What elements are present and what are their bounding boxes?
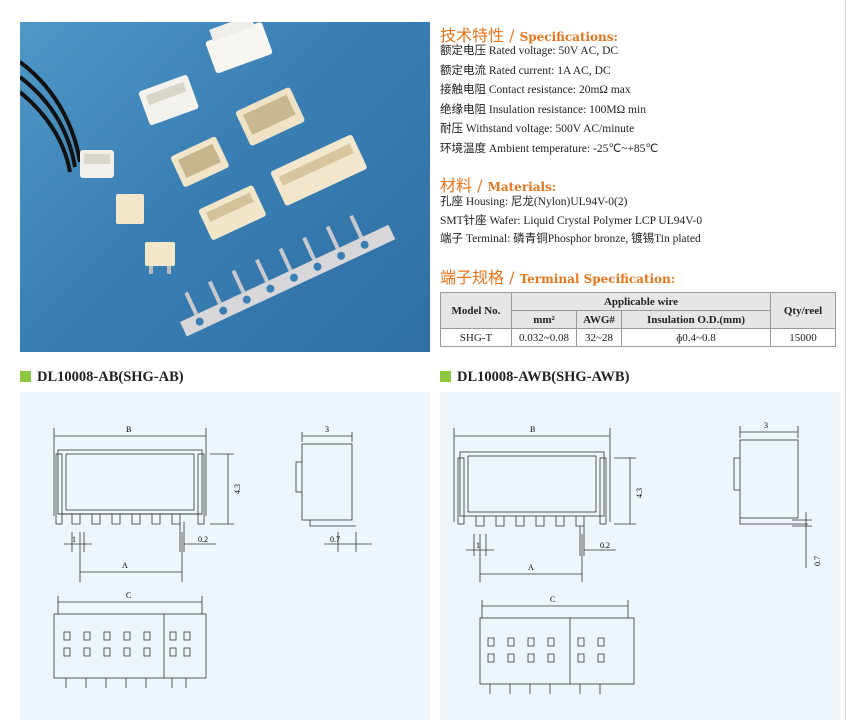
green-square-icon — [20, 371, 31, 382]
spec-label-en: Insulation resistance: — [488, 103, 587, 116]
dim-depth-label: 3 — [325, 425, 329, 434]
green-square-icon — [440, 371, 451, 382]
spec-label-en: Withstand voltage: — [465, 123, 553, 135]
dim-depth-label: 3 — [764, 421, 768, 430]
dim-c-label: C — [126, 591, 131, 600]
spec-label-zh: 额定电压 — [440, 43, 486, 57]
spec-value: 100MΩ min — [589, 103, 646, 116]
spec-label-en: Rated current: — [488, 64, 555, 77]
th-qty: Qty/reel — [770, 292, 836, 329]
material-value: 尼龙(Nylon)UL94V-0(2) — [510, 196, 628, 208]
cell-od: ɸ0.4~0.8 — [621, 328, 771, 347]
material-row: 孔座 Housing: 尼龙(Nylon)UL94V-0(2) — [440, 193, 702, 212]
spec-label-en: Ambient temperature: — [488, 142, 591, 155]
spec-label-zh: 接触电阻 — [440, 82, 486, 96]
connector-photo-illustration — [20, 22, 396, 337]
material-label: SMT针座 Wafer: — [440, 214, 521, 227]
dim-height-label: 4.3 — [635, 488, 644, 498]
page-divider-line — [845, 0, 846, 720]
dim-1-label: 1 — [72, 535, 76, 544]
spec-row: 额定电流 Rated current: 1A AC, DC — [440, 61, 658, 81]
dim-c-label: C — [550, 595, 555, 604]
materials-title: 材料 / Materials: — [440, 172, 556, 196]
spec-label-en: Rated voltage: — [488, 45, 556, 57]
spec-row: 耐压 Withstand voltage: 500V AC/minute — [440, 119, 658, 139]
dim-tail-label: 0.7 — [330, 535, 340, 544]
model-heading-awb: DL10008-AWB(SHG-AWB) — [440, 369, 629, 386]
dim-pitch-label: 0.2 — [600, 541, 610, 550]
cell-awg: 32~28 — [576, 328, 622, 347]
spec-value: 500V AC/minute — [555, 123, 635, 135]
model-heading-ab: DL10008-AB(SHG-AB) — [20, 369, 184, 386]
model-title: DL10008-AWB(SHG-AWB) — [457, 369, 630, 385]
cell-model: SHG-T — [440, 328, 512, 347]
dim-pitch-label: 0.2 — [198, 535, 208, 544]
spec-value: 1A AC, DC — [557, 64, 611, 77]
spec-label-zh: 额定电流 — [440, 62, 486, 77]
th-applicable-wire: Applicable wire — [511, 292, 771, 311]
spec-label-zh: 环境温度 — [440, 140, 486, 155]
dim-b-label: B — [126, 425, 131, 434]
th-model: Model No. — [440, 292, 512, 329]
material-row: 端子 Terminal: 磷青铜Phosphor bronze, 镀锡Tin p… — [440, 230, 702, 249]
drawing-panel-awb: B A C 1 0.2 4.3 3 0.7 — [440, 392, 840, 720]
cell-mm2: 0.032~0.08 — [511, 328, 577, 347]
spec-label-zh: 绝缘电阻 — [440, 101, 486, 116]
dim-height-label: 4.3 — [233, 484, 242, 494]
spec-value: 50V AC, DC — [558, 45, 619, 57]
material-row: SMT针座 Wafer: Liquid Crystal Polymer LCP … — [440, 212, 702, 231]
spec-row: 接触电阻 Contact resistance: 20mΩ max — [440, 80, 658, 100]
terminal-spec-title-en: Terminal Specification: — [519, 272, 676, 286]
spec-label-en: Contact resistance: — [488, 84, 577, 96]
dim-tail-label: 0.7 — [813, 556, 822, 566]
terminal-spec-table: Model No. Applicable wire Qty/reel mm² A… — [440, 292, 836, 347]
product-photo — [20, 22, 430, 352]
specifications-list: 额定电压 Rated voltage: 50V AC, DC 额定电流 Rate… — [440, 41, 658, 158]
material-value: 磷青铜Phosphor bronze, 镀锡Tin plated — [513, 233, 701, 245]
dim-1-label: 1 — [476, 541, 480, 550]
terminal-spec-title: 端子规格 / Terminal Specification: — [440, 264, 675, 288]
material-label: 孔座 Housing: — [440, 196, 509, 208]
materials-list: 孔座 Housing: 尼龙(Nylon)UL94V-0(2) SMT针座 Wa… — [440, 193, 702, 249]
cell-qty: 15000 — [770, 328, 836, 347]
spec-value: -25℃~+85℃ — [592, 142, 659, 155]
specifications-title-zh: 技术特性 / — [440, 26, 515, 45]
material-value: Liquid Crystal Polymer LCP UL94V-0 — [523, 214, 703, 227]
dim-a-label: A — [122, 561, 128, 570]
table-row: SHG-T 0.032~0.08 32~28 ɸ0.4~0.8 15000 — [440, 328, 836, 347]
specifications-title: 技术特性 / Specifications: — [440, 22, 618, 46]
technical-drawing-ab: B A C 1 0.2 4.3 3 0.7 — [53, 425, 372, 688]
spec-value: 20mΩ max — [578, 84, 631, 96]
dim-a-label: A — [528, 563, 534, 572]
material-label: 端子 Terminal: — [440, 233, 511, 245]
dim-b-label: B — [530, 425, 535, 434]
th-insulation-od: Insulation O.D.(mm) — [621, 310, 771, 329]
spec-label-zh: 耐压 — [440, 121, 463, 135]
spec-row: 额定电压 Rated voltage: 50V AC, DC — [440, 41, 658, 61]
spec-row: 环境温度 Ambient temperature: -25℃~+85℃ — [440, 139, 658, 159]
materials-title-en: Materials: — [487, 180, 557, 194]
drawing-panel-ab: B A C 1 0.2 4.3 3 0.7 — [20, 392, 430, 720]
terminal-spec-title-zh: 端子规格 / — [440, 268, 515, 287]
model-title: DL10008-AB(SHG-AB) — [37, 369, 184, 385]
specifications-title-en: Specifications: — [519, 30, 618, 44]
spec-row: 绝缘电阻 Insulation resistance: 100MΩ min — [440, 100, 658, 120]
th-mm2: mm² — [511, 310, 577, 329]
th-awg: AWG# — [576, 310, 622, 329]
materials-title-zh: 材料 / — [440, 176, 483, 195]
technical-drawing-awb: B A C 1 0.2 4.3 3 0.7 — [453, 421, 822, 694]
